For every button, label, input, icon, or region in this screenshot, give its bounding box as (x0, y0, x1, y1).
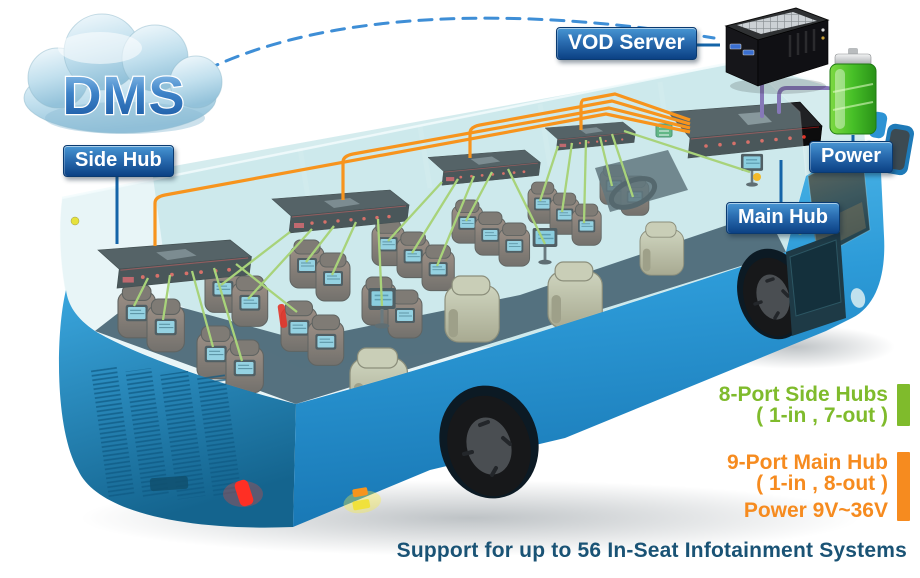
side-marker-lights (343, 487, 382, 514)
green-cables (132, 129, 751, 362)
tail-light-lower (234, 479, 254, 507)
vga-port (729, 43, 742, 50)
bus-illustration (58, 58, 915, 528)
spec-side-hubs-title: 8-Port Side Hubs (718, 383, 888, 406)
tail-light-upper (277, 303, 288, 328)
bus-interior-floor (95, 212, 786, 404)
dms-text: DMS (63, 66, 186, 126)
roof-rim (61, 58, 746, 200)
dms-cloud: DMS (23, 13, 223, 134)
main-hub-label: Main Hub (726, 202, 840, 234)
rear-wheel (439, 385, 539, 499)
spec-side-hubs: 8-Port Side Hubs ( 1-in , 7-out ) (719, 384, 910, 426)
spec-main-hub-title: 9-Port Main Hub (727, 451, 888, 474)
spec-main-hub-power: Power 9V~36V (743, 499, 888, 522)
vod-server-label: VOD Server (556, 27, 697, 60)
front-marker-light (753, 173, 761, 181)
spec-main-hub-bar (897, 452, 910, 521)
vga-port (742, 49, 755, 56)
footer-text: Support for up to 56 In-Seat Infotainmen… (396, 539, 907, 562)
label-connectors (115, 43, 855, 244)
battery-icon (829, 48, 877, 135)
server-vents (788, 29, 816, 57)
spec-side-hubs-detail: ( 1-in , 7-out ) (756, 404, 888, 427)
vod-server-device (724, 7, 830, 94)
corner-marker-light (70, 216, 80, 226)
headlight (850, 288, 866, 308)
rear-plate (149, 475, 189, 492)
far-window-mullions (297, 81, 671, 211)
spec-main-hub: 9-Port Main Hub ( 1-in , 8-out ) Power 9… (727, 452, 910, 521)
front-door (786, 232, 846, 336)
spec-main-hub-detail: ( 1-in , 8-out ) (756, 472, 888, 495)
power-label: Power (809, 141, 894, 173)
spec-side-hubs-bar (897, 384, 910, 426)
orange-cables (153, 92, 691, 246)
rear-vents (90, 366, 242, 500)
side-hub-label: Side Hub (63, 145, 174, 177)
